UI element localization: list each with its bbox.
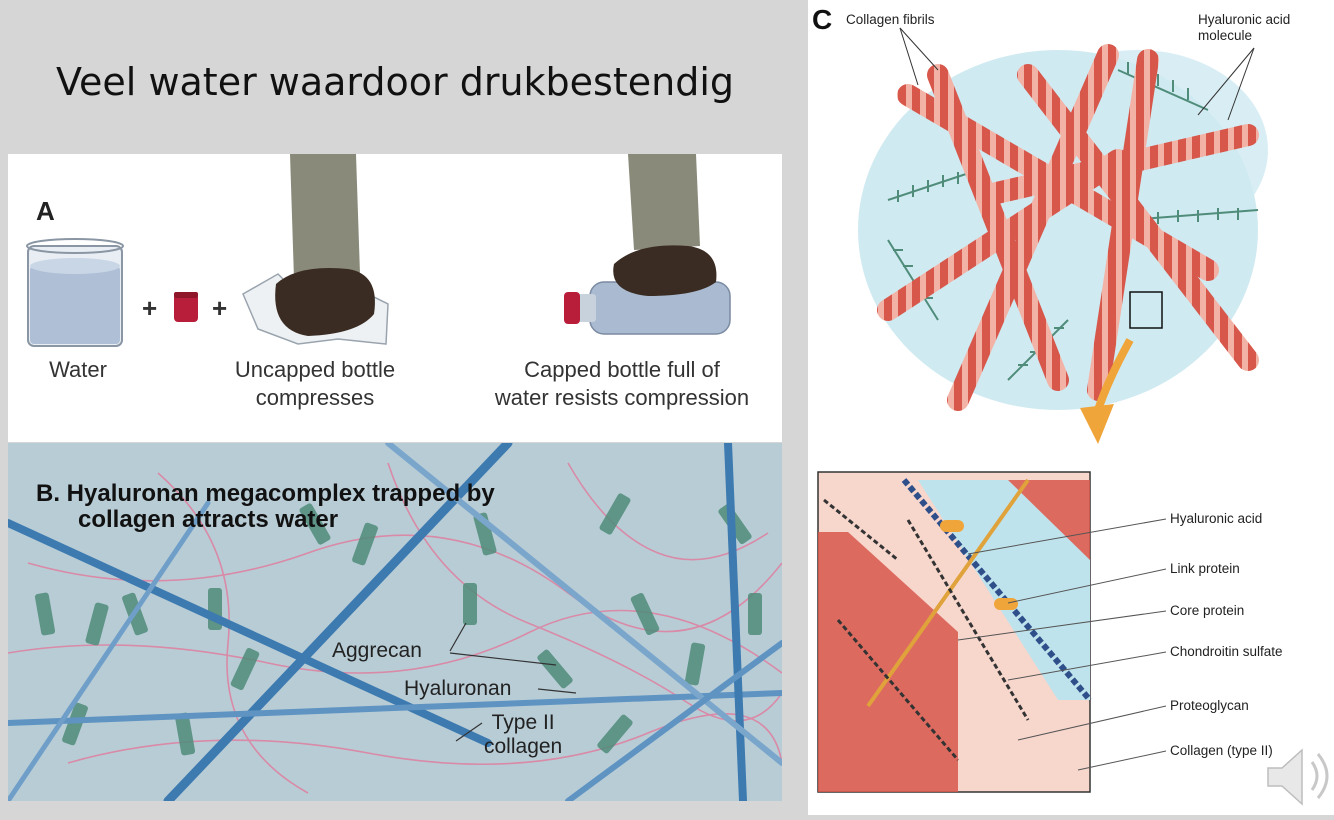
panel-c-top-leaders bbox=[899, 27, 1255, 121]
foot-left bbox=[275, 154, 375, 336]
hyaluronic-acid-molecule-label: Hyaluronic acid molecule bbox=[1198, 12, 1290, 44]
legend-core-protein: Core protein bbox=[1170, 603, 1245, 618]
panel-b-leaders bbox=[449, 622, 577, 742]
bottle-cap bbox=[174, 292, 198, 322]
legend-proteoglycan: Proteoglycan bbox=[1170, 698, 1249, 713]
hyaluronic-acid-molecule-line1: Hyaluronic acid bbox=[1198, 12, 1291, 27]
capped-label-line1: Capped bottle full of bbox=[524, 357, 720, 382]
plus-sign: + bbox=[212, 293, 228, 323]
uncapped-label: Uncapped bottle compresses bbox=[200, 356, 430, 412]
legend-chondroitin-sulfate: Chondroitin sulfate bbox=[1170, 644, 1283, 659]
zoom-box bbox=[1129, 291, 1163, 329]
collagen-fibrils-drawing bbox=[877, 44, 1259, 411]
panel-c-illustration: C Collagen fibrils Hyaluronic acid molec… bbox=[808, 0, 1334, 815]
panel-b-drawing bbox=[8, 443, 782, 801]
zoom-arrow bbox=[1094, 338, 1134, 412]
uncapped-label-line1: Uncapped bottle bbox=[234, 357, 396, 382]
panel-c-drawing bbox=[817, 27, 1268, 793]
plus-sign: + bbox=[142, 293, 158, 323]
legend-hyaluronic-acid: Hyaluronic acid bbox=[1170, 511, 1263, 526]
hyaluronic-acid-molecule-line2: molecule bbox=[1198, 28, 1253, 43]
slide-title: Veel water waardoor drukbestendig bbox=[56, 60, 735, 104]
collagen-label-line1: Type II bbox=[491, 711, 555, 734]
aggrecan-label: Aggrecan bbox=[332, 639, 422, 662]
collagen-label-line2: collagen bbox=[484, 735, 563, 758]
water-beaker bbox=[26, 238, 124, 347]
zoom-arrowhead bbox=[1080, 404, 1114, 444]
panel-b-title: B. Hyaluronan megacomplex trapped by col… bbox=[36, 481, 495, 533]
legend-link-protein: Link protein bbox=[1170, 561, 1240, 576]
collagen-fibres bbox=[8, 443, 782, 801]
inset-detail bbox=[817, 471, 1167, 793]
panel-a-drawing bbox=[26, 154, 731, 347]
speaker-icon[interactable] bbox=[1262, 738, 1334, 815]
panel-b-title-line1: B. Hyaluronan megacomplex trapped by bbox=[36, 480, 495, 507]
panel-a-illustration: A + + Water Uncapped bottle compresses C… bbox=[8, 154, 782, 442]
collagen-label: Type II collagen bbox=[484, 711, 562, 759]
capped-label-line2: water resists compression bbox=[494, 385, 750, 410]
hyaluronan-label: Hyaluronan bbox=[404, 677, 512, 700]
panel-b-illustration: B. Hyaluronan megacomplex trapped by col… bbox=[8, 443, 782, 801]
collagen-fibrils-label: Collagen fibrils bbox=[846, 12, 935, 27]
capped-bottle bbox=[564, 281, 731, 335]
legend-collagen-type-ii: Collagen (type II) bbox=[1170, 743, 1273, 758]
water-label: Water bbox=[49, 357, 107, 382]
uncapped-label-line2: compresses bbox=[255, 385, 375, 410]
capped-label: Capped bottle full of water resists comp… bbox=[464, 356, 780, 412]
panel-b-title-line2: collagen attracts water bbox=[78, 506, 339, 533]
foot-right bbox=[613, 154, 717, 296]
panel-a-letter: A bbox=[36, 196, 55, 226]
panel-c-letter: C bbox=[812, 4, 833, 35]
